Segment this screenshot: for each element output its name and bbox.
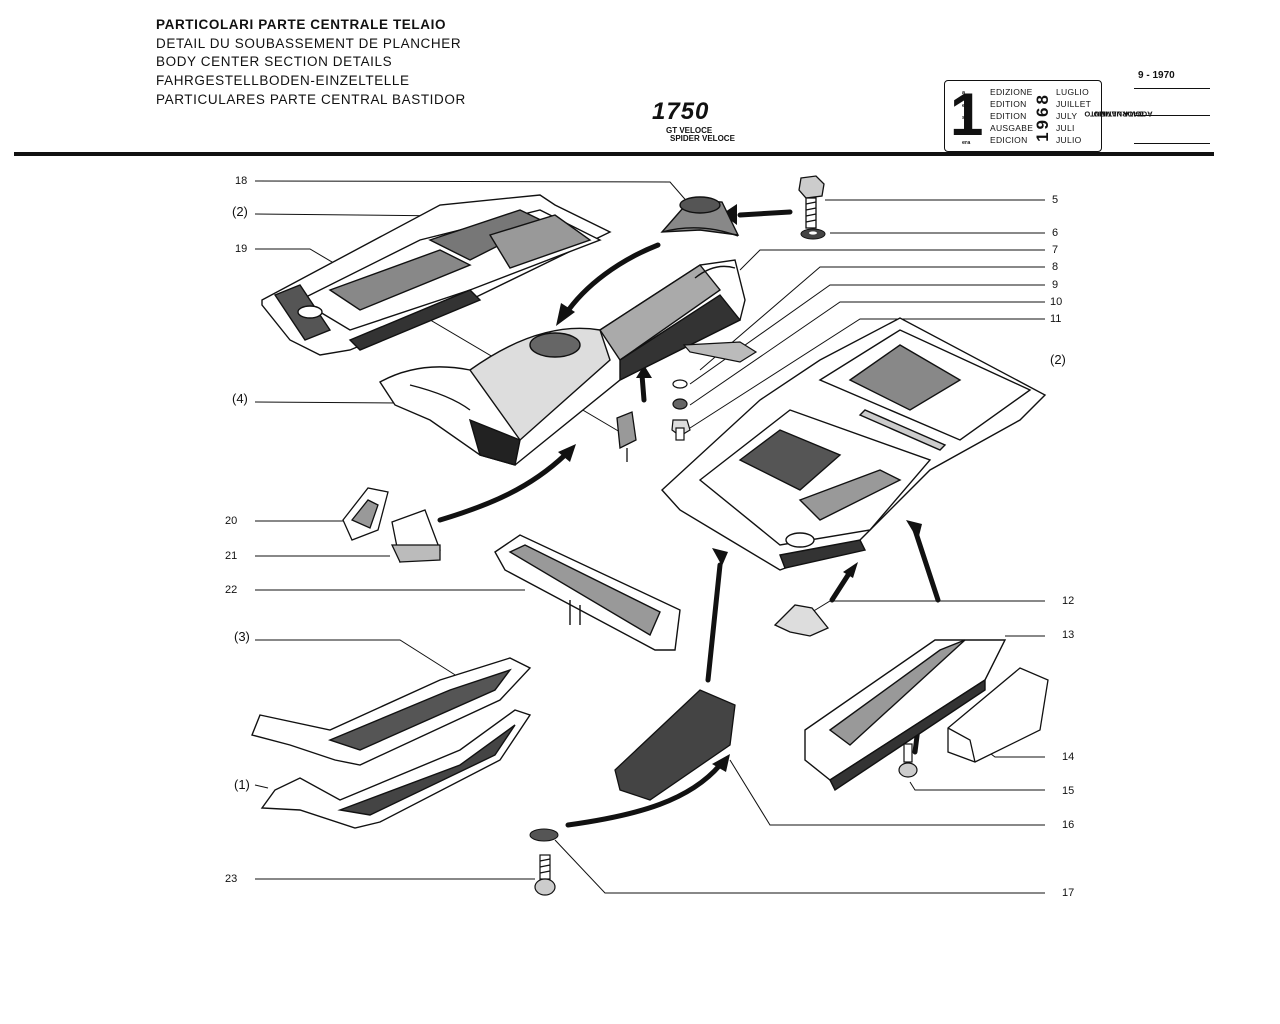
tunnel-bracket-19: [616, 411, 637, 462]
clip-20: [342, 487, 389, 541]
callout-23: 23: [225, 873, 238, 885]
update-date: 9 - 1970: [1138, 70, 1175, 81]
callout-11: 11: [1050, 313, 1062, 325]
screw-23: [534, 854, 556, 896]
edition-word: EDICION: [990, 135, 1028, 145]
floor-panel-left: [261, 194, 612, 356]
callout-6: 6: [1052, 227, 1059, 239]
edition-suffix: era: [962, 140, 971, 146]
edition-month: LUGLIO: [1056, 87, 1089, 97]
sill-3: [251, 657, 532, 766]
bolt-5: [798, 175, 825, 229]
callout-10: 10: [1050, 296, 1063, 308]
callout-3: (3): [234, 629, 250, 644]
clip-21: [390, 509, 441, 563]
edition-suffix: ere: [962, 103, 971, 109]
screw-15: [898, 743, 918, 778]
title-french: DETAIL DU SOUBASSEMENT DE PLANCHER: [156, 35, 462, 51]
edition-suffix: st: [962, 115, 967, 121]
callout-22: 22: [225, 584, 238, 596]
title-italian: PARTICOLARI PARTE CENTRALE TELAIO: [156, 17, 447, 32]
title-spanish: PARTICULARES PARTE CENTRAL BASTIDOR: [156, 91, 466, 107]
callout-1: (1): [234, 777, 250, 792]
floor-panel-right: [661, 317, 1047, 571]
callout-16: 16: [1062, 819, 1075, 831]
title-german: FAHRGESTELLBODEN-EINZELTELLE: [156, 73, 410, 89]
gear-lever-boot: [660, 196, 740, 237]
update-line: [1134, 115, 1210, 116]
callout-17: 17: [1062, 887, 1075, 899]
callout-21: 21: [225, 550, 238, 562]
edition-month: JUILLET: [1056, 99, 1092, 109]
callout-9: 9: [1052, 279, 1059, 291]
leader-lines-right: [554, 199, 1045, 894]
rail-13: [804, 639, 1007, 792]
small-hardware: [671, 341, 758, 441]
callout-2-right: (2): [1050, 352, 1066, 367]
edition-word: EDITION: [990, 111, 1027, 121]
update-line: [1134, 143, 1210, 144]
sill-1: [260, 709, 532, 829]
callout-19: 19: [235, 243, 248, 255]
assembly-arrows: [437, 209, 941, 828]
callout-2-left: (2): [232, 204, 248, 219]
edition-number: 1: [950, 81, 984, 148]
callout-7: 7: [1052, 244, 1059, 256]
cover-14: [947, 667, 1049, 763]
edition-box: [944, 80, 1102, 152]
edition-month: JULY: [1056, 111, 1078, 121]
callout-5: 5: [1052, 194, 1059, 206]
callout-20: 20: [225, 515, 238, 527]
variant-spider-veloce: SPIDER VELOCE: [670, 134, 735, 143]
edition-word: EDIZIONE: [990, 87, 1033, 97]
variant-gt-veloce: GT VELOCE: [666, 126, 713, 135]
callout-13: 13: [1062, 629, 1075, 641]
model-number: 1750: [652, 98, 710, 125]
bracket-12: [773, 604, 830, 637]
washer-6-hole: [809, 231, 817, 235]
callout-14: 14: [1062, 751, 1075, 763]
callout-12: 12: [1062, 595, 1075, 607]
callout-15: 15: [1062, 785, 1075, 797]
central-tunnel: [379, 259, 746, 466]
callout-8: 8: [1052, 261, 1059, 273]
header-rule: [14, 152, 1214, 156]
title-english: BODY CENTER SECTION DETAILS: [156, 54, 393, 70]
channel-22: [494, 534, 681, 651]
edition-suffix: a: [962, 90, 966, 96]
washer-17: [529, 828, 559, 842]
callout-18: 18: [235, 175, 248, 187]
arrow-heads: [556, 204, 924, 772]
edition-word: EDITION: [990, 99, 1027, 109]
edition-month: JULIO: [1056, 135, 1082, 145]
title-block: PARTICOLARI PARTE CENTRALE TELAIO DETAIL…: [156, 16, 466, 110]
edition-word: AUSGABE: [990, 123, 1034, 133]
edition-month: JULI: [1056, 123, 1075, 133]
pad-16: [614, 689, 736, 801]
update-line: [1134, 88, 1210, 89]
callout-4: (4): [232, 391, 248, 406]
